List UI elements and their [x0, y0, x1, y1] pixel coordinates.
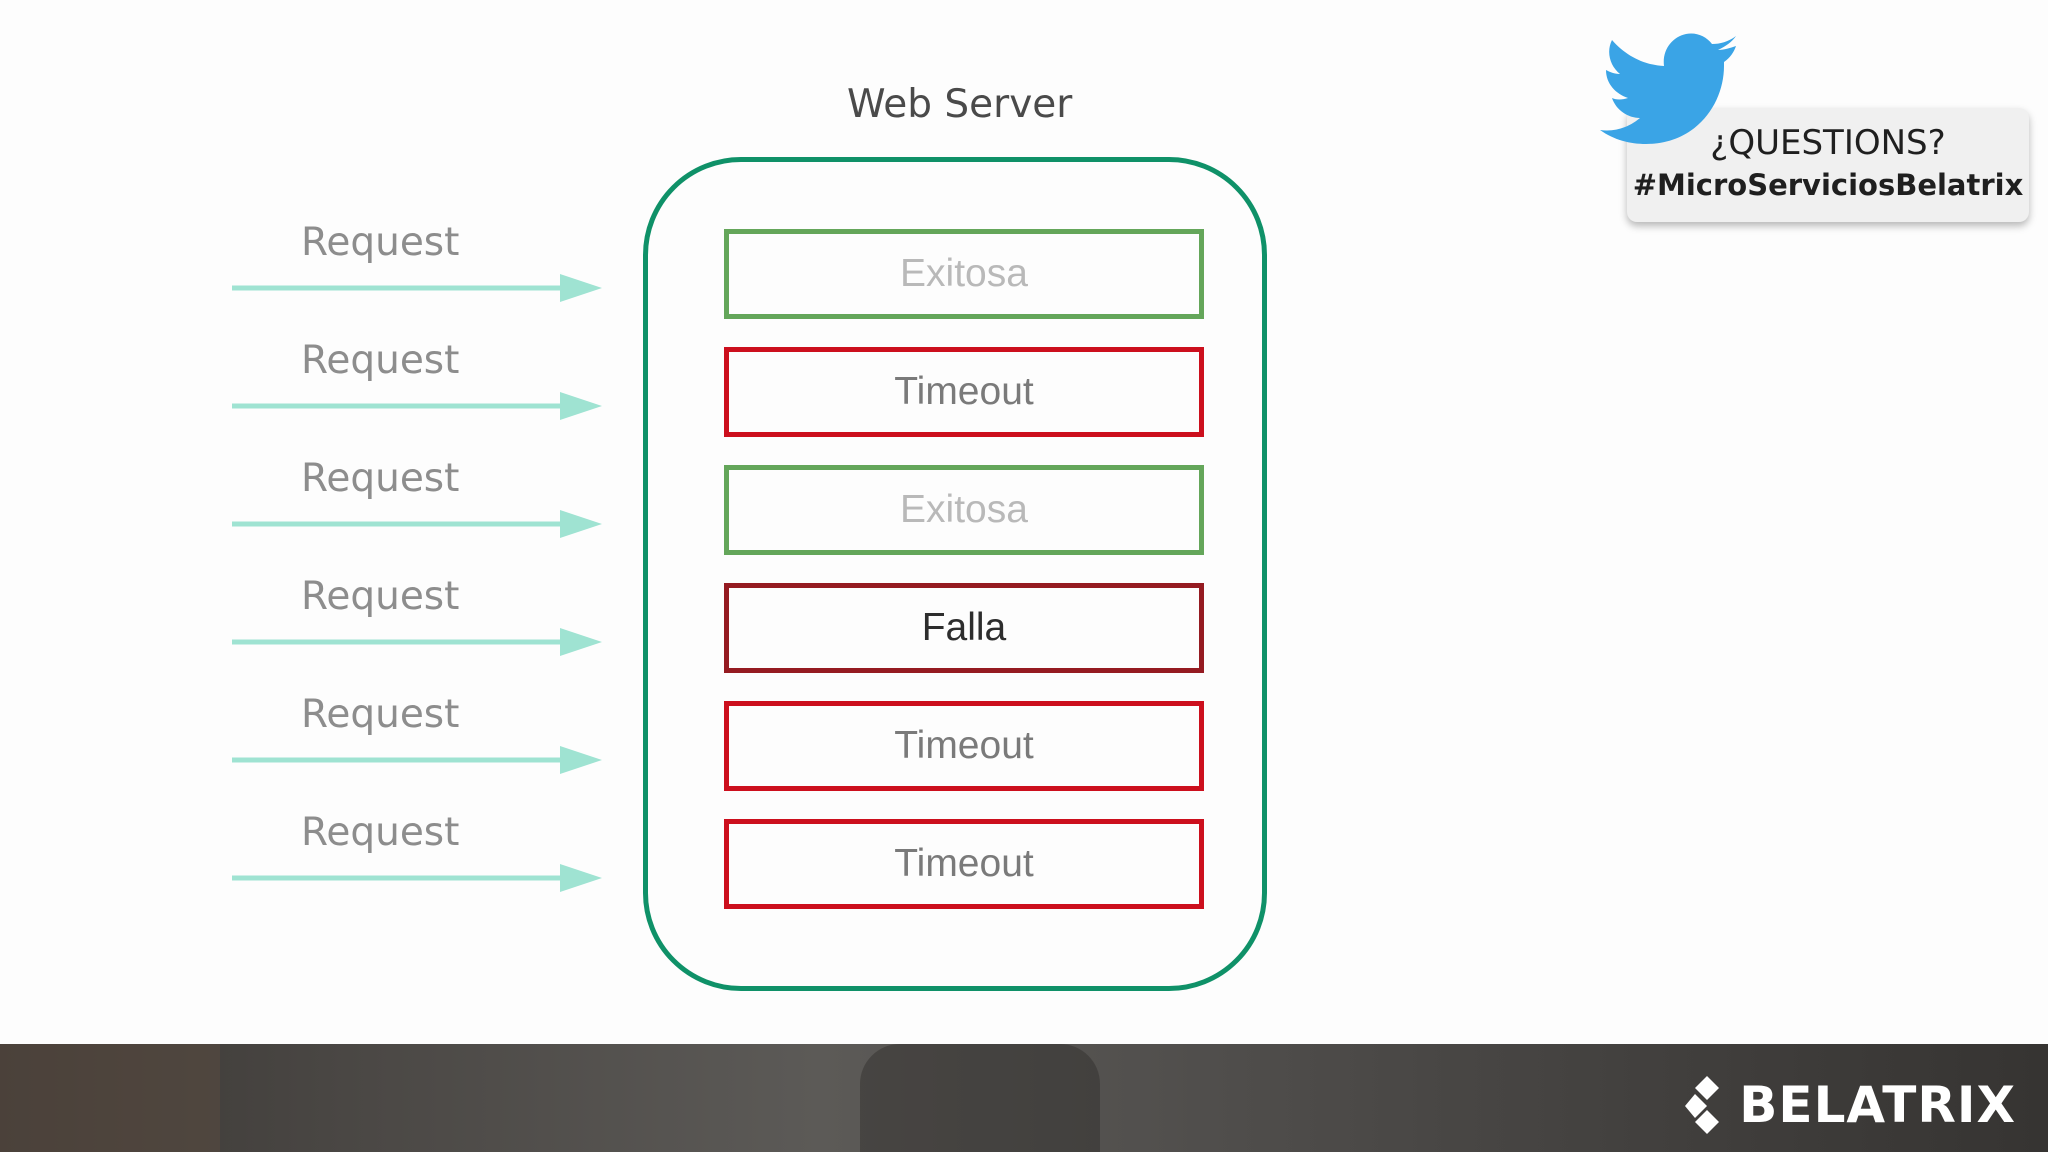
- belatrix-brand: BELATRIX: [1685, 1076, 2016, 1134]
- web-server-container: [643, 157, 1267, 991]
- response-failure-box: Falla: [724, 583, 1204, 673]
- response-timeout-box: Timeout: [724, 347, 1204, 437]
- questions-title: ¿QUESTIONS?: [1710, 123, 1946, 163]
- request-label: Request: [301, 692, 460, 737]
- response-timeout-box: Timeout: [724, 701, 1204, 791]
- request-label: Request: [301, 810, 460, 855]
- request-arrow-icon: [232, 864, 602, 892]
- belatrix-logo-icon: [1685, 1076, 1720, 1134]
- response-success-box: Exitosa: [724, 465, 1204, 555]
- request-label: Request: [301, 456, 460, 501]
- request-label: Request: [301, 338, 460, 383]
- footer-band: BELATRIX: [0, 1044, 2048, 1152]
- request-label: Request: [301, 574, 460, 619]
- footer-photo-texture: [0, 1044, 220, 1152]
- request-arrow-icon: [232, 628, 602, 656]
- request-arrow-icon: [232, 510, 602, 538]
- response-success-box: Exitosa: [724, 229, 1204, 319]
- questions-card: ¿QUESTIONS? #MicroServiciosBelatrix: [1627, 108, 2029, 222]
- twitter-bird-icon: [1600, 33, 1736, 144]
- request-arrow-icon: [232, 746, 602, 774]
- web-server-title: Web Server: [847, 82, 1073, 127]
- response-timeout-box: Timeout: [724, 819, 1204, 909]
- footer-photo-texture: [860, 1044, 1100, 1152]
- hashtag-label: #MicroServiciosBelatrix: [1632, 168, 2024, 202]
- request-arrow-icon: [232, 274, 602, 302]
- request-label: Request: [301, 220, 460, 265]
- brand-name: BELATRIX: [1739, 1076, 2016, 1134]
- request-arrow-icon: [232, 392, 602, 420]
